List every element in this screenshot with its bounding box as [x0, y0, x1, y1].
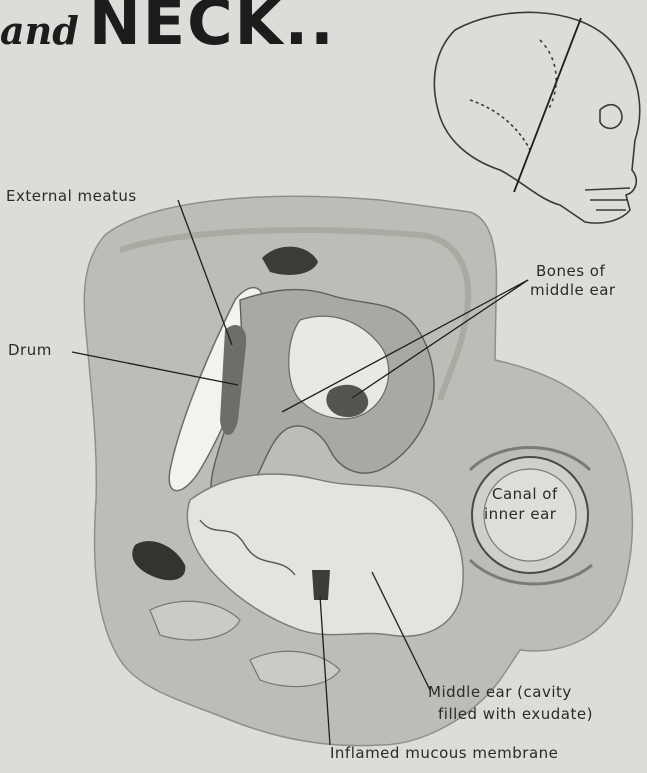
label-canal-line2: inner ear: [484, 505, 556, 523]
skull-diagram: [434, 12, 639, 223]
label-inflamed-mucous-membrane: Inflamed mucous membrane: [330, 744, 558, 762]
label-bones-line2: middle ear: [530, 281, 616, 299]
skull-section-line: [514, 18, 581, 192]
label-bones-line1: Bones of: [536, 262, 605, 280]
label-drum: Drum: [8, 341, 52, 359]
label-external-meatus: External meatus: [6, 187, 137, 205]
label-middle-ear-line1: Middle ear (cavity: [428, 683, 572, 701]
label-middle-ear-line2: filled with exudate): [438, 705, 593, 723]
label-canal-line1: Canal of: [492, 485, 558, 503]
